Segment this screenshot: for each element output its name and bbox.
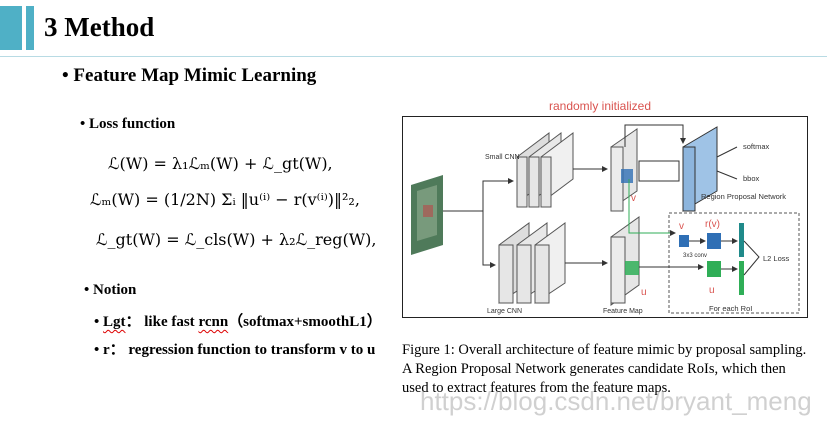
u-block [707, 261, 721, 277]
main-bullet: • Feature Map Mimic Learning [62, 65, 317, 86]
v-label-top: v [631, 193, 636, 204]
arrow-to-small-cnn [443, 178, 514, 212]
figure-caption: Figure 1: Overall architecture of featur… [402, 342, 807, 396]
equation-total-loss: ℒ(W) = λ₁ℒₘ(W) + ℒ_gt(W), [108, 154, 333, 173]
bbox-label: bbox [743, 174, 760, 183]
u-label-roi: u [709, 285, 715, 296]
architecture-diagram: Small CNN Large CNN v so [411, 124, 800, 315]
small-cnn-label: Small CNN [485, 154, 520, 161]
slide-title: 3 Method [44, 12, 155, 42]
large-feature-map [610, 216, 640, 306]
randomly-initialized-label: randomly initialized [549, 99, 651, 113]
v-block [679, 235, 689, 247]
softmax-label: softmax [743, 142, 770, 151]
roi-label: For each RoI [709, 304, 752, 313]
figure-top-label: randomly initialized [549, 99, 651, 113]
rv-label: r(v) [705, 219, 720, 230]
v-label-roi: v [679, 221, 684, 232]
title-divider [0, 56, 827, 57]
input-image [411, 175, 443, 255]
rpn-block [638, 126, 718, 212]
u-label-left: u [641, 287, 647, 298]
arrow-to-large-cnn [482, 211, 496, 268]
title-accent-bar [0, 6, 22, 50]
architecture-figure: Small CNN Large CNN v so [402, 116, 808, 318]
equation-mimic-loss: ℒₘ(W) = (1/2N) Σᵢ ‖u⁽ⁱ⁾ − r(v⁽ⁱ⁾)‖²₂, [90, 190, 360, 209]
roi-box [668, 212, 800, 314]
conv-label: 3x3 conv [683, 253, 707, 259]
line-softmax [716, 146, 738, 158]
watermark: https://blog.csdn.net/bryant_meng [420, 386, 812, 416]
r-note: • r： regression function to transform v … [94, 342, 376, 358]
lgt-rest: ： like fast [125, 314, 199, 330]
line-bbox [716, 170, 738, 180]
lgt-rcnn: rcnn [198, 314, 229, 330]
lgt-note: • Lgt： like fast rcnn（softmax+smoothL1） [94, 310, 382, 331]
small-feature-map [610, 128, 638, 212]
l2-loss-label: L2 Loss [763, 254, 790, 263]
feature-map-label: Feature Map [603, 308, 643, 315]
rpn-label: Region Proposal Network [701, 192, 786, 201]
loss-heading: • Loss function [80, 116, 176, 132]
large-cnn-label: Large CNN [487, 308, 522, 315]
l2-join-lines [743, 240, 760, 276]
v-feature-bar [739, 223, 744, 257]
lgt-prefix: • [94, 314, 104, 330]
lgt-tail: （softmax+smoothL1） [228, 314, 382, 330]
rv-block [707, 233, 721, 249]
arrow-to-rpn [624, 124, 686, 147]
title-accent-bar-thin [26, 6, 34, 50]
u-feature-bar [739, 261, 744, 295]
arrow-proposal-sample [628, 179, 676, 236]
small-cnn-stack [516, 132, 574, 208]
equation-gt-loss: ℒ_gt(W) = ℒ_cls(W) + λ₂ℒ_reg(W), [96, 230, 377, 249]
notion-heading: • Notion [84, 282, 137, 298]
lgt-term: Lgt [103, 314, 126, 330]
large-cnn-stack [498, 222, 566, 304]
